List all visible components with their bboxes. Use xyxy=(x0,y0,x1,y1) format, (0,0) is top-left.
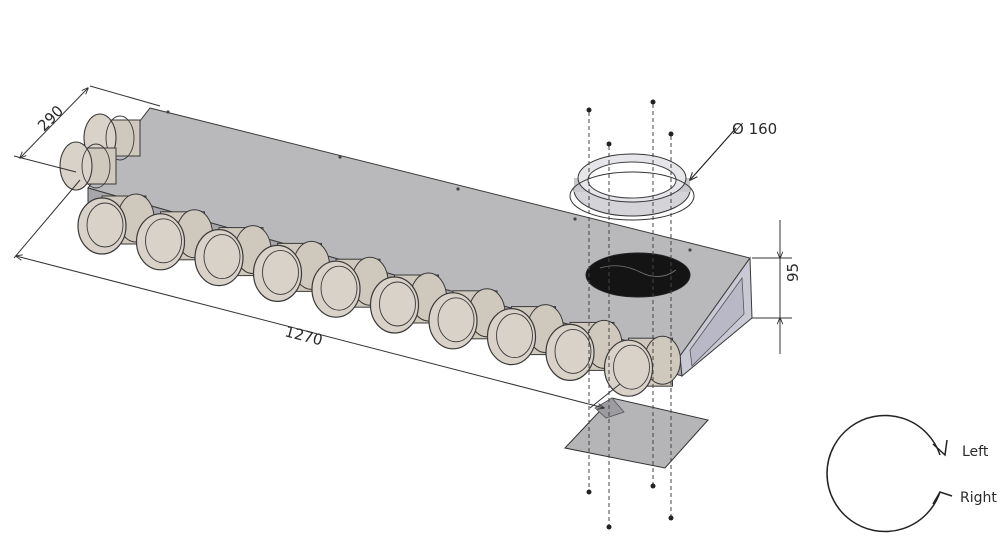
box-end-inner xyxy=(689,276,745,367)
rotation-right-label: Right xyxy=(960,490,997,506)
dimension-depth xyxy=(13,85,161,173)
bottom-cover-plate xyxy=(564,397,709,469)
screws xyxy=(586,99,674,530)
end-outlet xyxy=(59,141,117,191)
dimension-diameter xyxy=(690,127,737,180)
top-collar xyxy=(569,153,695,221)
dimension-length-label: 1270 xyxy=(283,322,324,349)
dimension-height xyxy=(752,220,792,354)
dimension-length xyxy=(13,179,621,408)
rotation-arrow-icon xyxy=(826,414,941,533)
dimension-depth-label: 290 xyxy=(34,102,67,135)
end-outlets xyxy=(59,113,141,191)
rotation-legend: Left Right xyxy=(826,414,997,533)
dimension-diameter-label: Ø 160 xyxy=(732,120,777,138)
top-opening-hole xyxy=(585,252,691,298)
rotation-left-label: Left xyxy=(962,444,989,460)
dimension-height-label: 95 xyxy=(784,263,802,282)
